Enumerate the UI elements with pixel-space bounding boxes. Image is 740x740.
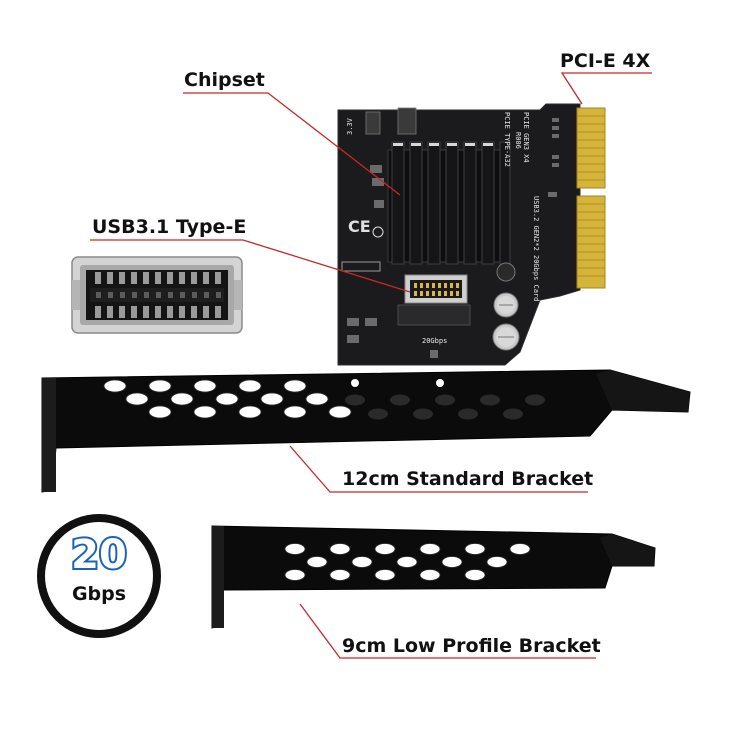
bracket-screw-hole	[351, 379, 359, 387]
badge-value: 20	[71, 532, 127, 578]
callout-line-pcie	[560, 72, 652, 105]
chip-marker	[372, 226, 384, 238]
low-profile-vent-holes	[284, 543, 531, 581]
gold-fingers	[576, 107, 606, 289]
badge-unit: Gbps	[72, 583, 126, 605]
pcie-card: CE PC	[337, 103, 606, 366]
label-standard-bracket: 12cm Standard Bracket	[342, 468, 593, 490]
silk-model: PCIE TYPE-A32	[503, 112, 511, 167]
bracket-screw-hole	[436, 379, 444, 387]
silk-interface: PCIE GEN3 X4	[522, 112, 530, 163]
silk-ref: R006	[514, 132, 522, 149]
callout-lines	[90, 72, 652, 659]
silk-speed: 20Gbps	[422, 337, 447, 345]
callout-line-standard-bracket	[289, 445, 588, 493]
smd-components	[347, 107, 559, 358]
low-profile-bracket	[211, 525, 656, 629]
callout-line-low-profile	[299, 603, 596, 659]
standard-bracket	[41, 369, 691, 493]
label-usb-type-e: USB3.1 Type-E	[92, 216, 246, 238]
label-chipset: Chipset	[184, 69, 265, 91]
label-pcie: PCI-E 4X	[560, 50, 651, 72]
ce-mark: CE	[348, 217, 371, 236]
heatsink	[387, 141, 511, 265]
silk-voltage: 3.3V	[346, 117, 354, 135]
silkscreen: PCIE TYPE-A32 R006 PCIE GEN3 X4 USB3.2 G…	[346, 112, 540, 345]
badge-ring	[37, 514, 161, 638]
bracket-vent-holes	[103, 379, 352, 419]
speed-badge: 20 Gbps	[37, 514, 161, 638]
label-low-profile-bracket: 9cm Low Profile Bracket	[342, 635, 601, 657]
board-type-e-port	[397, 274, 471, 326]
bracket-vent-holes-behind-board	[345, 394, 545, 420]
power-components	[492, 262, 520, 351]
fcc-box	[341, 261, 381, 272]
callout-line-type-e	[90, 239, 411, 293]
silk-desc: USB3.2 GEN2*2 20Gbps Card	[532, 196, 540, 301]
callout-line-chipset	[183, 92, 401, 196]
type-e-connector-closeup	[71, 256, 243, 334]
